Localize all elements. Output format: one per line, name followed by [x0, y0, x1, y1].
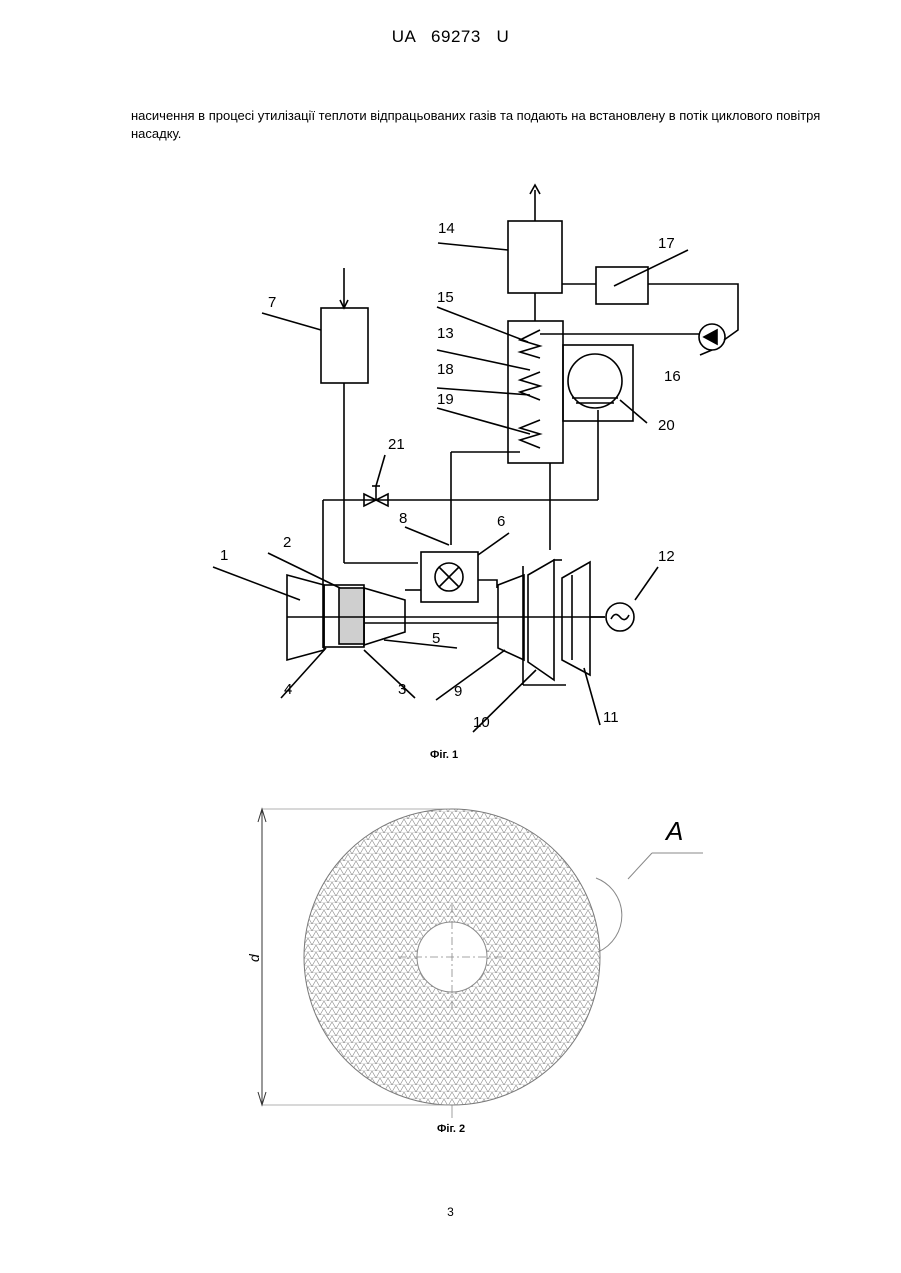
- detail-label-a: A: [664, 816, 683, 846]
- figure-2-caption: Фіг. 2: [437, 1123, 465, 1135]
- page-number: 3: [0, 1205, 901, 1219]
- dimension-label-d: d: [246, 953, 262, 962]
